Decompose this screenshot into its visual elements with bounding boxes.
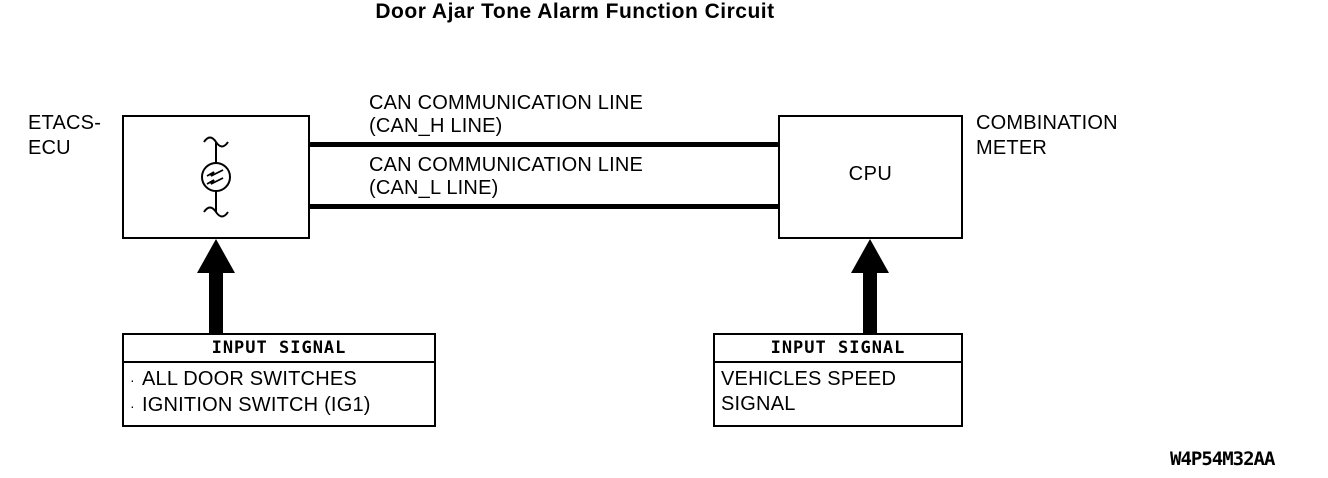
combination-meter-label: COMBINATION METER [976,112,1118,159]
input-item-label: IGNITION SWITCH (IG1) [142,394,371,416]
figure-code: W4P54M32AA [1170,448,1275,470]
input-signal-text-right: VEHICLES SPEED SIGNAL [721,368,897,415]
input-signal-box-left: INPUT SIGNAL · ALL DOOR SWITCHES · IGNIT… [122,333,436,427]
cpu-box: CPU [778,115,963,239]
bullet-icon: · [130,398,135,414]
input-signal-list-left: · ALL DOOR SWITCHES · IGNITION SWITCH (I… [124,363,434,419]
list-item: · ALL DOOR SWITCHES [130,367,430,393]
can-l-line [310,204,778,209]
can-h-line [310,142,778,147]
can-h-line-label: CAN COMMUNICATION LINE (CAN_H LINE) [369,92,644,137]
can-l-line-label: CAN COMMUNICATION LINE (CAN_L LINE) [369,154,644,199]
tone-alarm-icon [201,136,231,218]
input-item-label: ALL DOOR SWITCHES [142,368,357,390]
etacs-ecu-label: ETACS- ECU [28,112,102,159]
up-arrow-left [197,239,235,334]
input-signal-header-right: INPUT SIGNAL [715,335,961,363]
input-signal-header-left: INPUT SIGNAL [124,335,434,363]
cpu-label: CPU [848,162,893,185]
list-item: · IGNITION SWITCH (IG1) [130,393,430,419]
up-arrow-right [851,239,889,334]
input-signal-box-right: INPUT SIGNAL VEHICLES SPEED SIGNAL [713,333,963,427]
bullet-icon: · [130,372,135,388]
etacs-ecu-box [122,115,310,239]
diagram-title: Door Ajar Tone Alarm Function Circuit [375,0,775,23]
